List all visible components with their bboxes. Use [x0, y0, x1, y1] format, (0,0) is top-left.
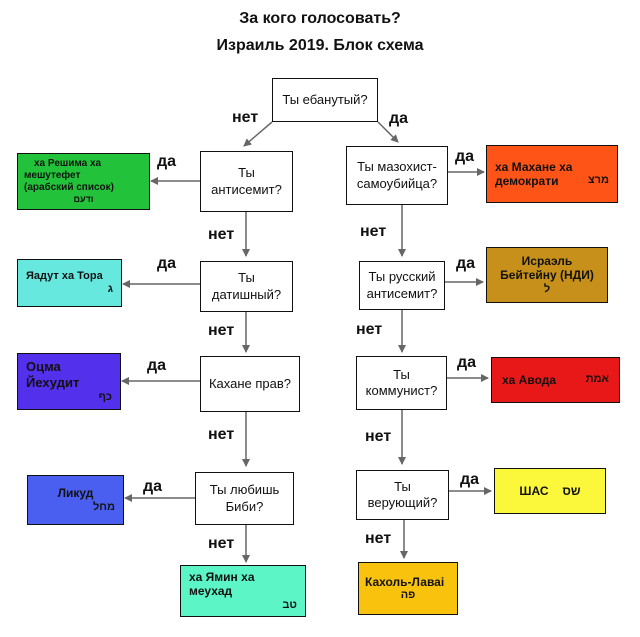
chart-title: За кого голосовать?	[239, 10, 401, 27]
node-antisemit: Ты антисемит?	[200, 151, 293, 212]
node-communist: Ты коммунист?	[356, 356, 447, 410]
outcome-yahadut: Яадут ха Тора ג	[17, 259, 122, 307]
chart-subtitle: Израиль 2019. Блок схема	[216, 37, 424, 54]
arrow-start-yes	[377, 121, 399, 143]
label-no: нет	[208, 322, 235, 339]
outcome-likud: Ликуд מחל	[27, 475, 124, 525]
label-yes: да	[143, 478, 163, 495]
outcome-mahane: ха Махане ха демократи מרצ	[486, 145, 618, 203]
node-religious: Ты верующий?	[356, 470, 449, 520]
label-yes: да	[456, 255, 476, 272]
label-yes: да	[457, 354, 477, 371]
label-no: нет	[356, 321, 383, 338]
outcome-otzma: Оцма Йехудит כף	[17, 353, 121, 410]
outcome-israel-beitenu: Исраэль Бейтейну (НДИ) ל	[486, 247, 608, 303]
label-yes: да	[157, 255, 177, 272]
outcome-shas: ШАС שס	[494, 468, 606, 514]
label-no: нет	[360, 223, 387, 240]
label-yes: да	[460, 471, 480, 488]
node-bibi: Ты любишь Биби?	[195, 472, 294, 525]
arrow-start-no	[243, 121, 273, 147]
label-no: нет	[232, 109, 259, 126]
label-yes: да	[147, 357, 167, 374]
node-mazohist: Ты мазохист- самоубийца?	[346, 146, 448, 205]
label-no: нет	[208, 426, 235, 443]
outcome-avoda: ха Авода אמת	[491, 357, 620, 403]
node-russian: Ты русский антисемит?	[359, 261, 445, 310]
label-no: нет	[208, 226, 235, 243]
label-yes: да	[389, 110, 409, 127]
node-kahane: Кахане прав?	[200, 356, 300, 412]
label-no: нет	[208, 535, 235, 552]
node-datishny: Ты датишный?	[200, 261, 293, 312]
node-start: Ты ебанутый?	[272, 78, 378, 122]
outcome-kahol-lavan: Кахоль-Лаваі פה	[358, 562, 458, 615]
label-yes: да	[455, 148, 475, 165]
label-no: нет	[365, 530, 392, 547]
outcome-reshima: ха Решима ха мешутефет (арабский список)…	[17, 153, 150, 210]
label-no: нет	[365, 428, 392, 445]
outcome-yamin: ха Ямин ха меухад טב	[180, 565, 306, 617]
label-yes: да	[157, 153, 177, 170]
